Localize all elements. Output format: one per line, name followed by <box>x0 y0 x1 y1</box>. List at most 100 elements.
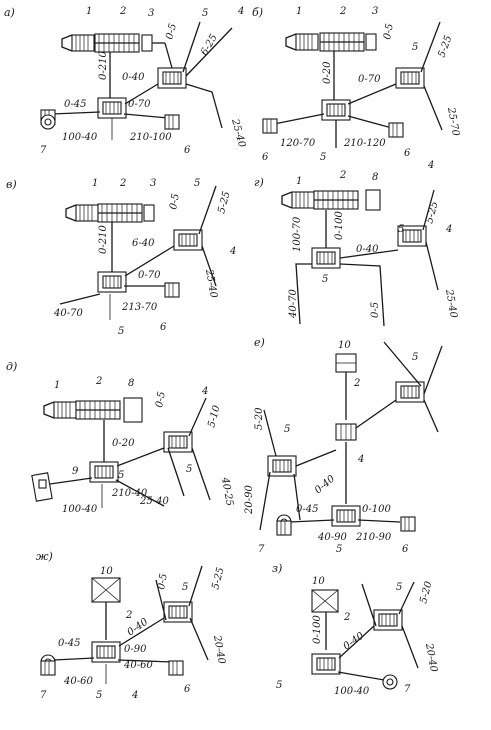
dimension-label: 2 <box>95 376 102 387</box>
dimension-label: 1 <box>296 176 302 187</box>
dimension-label: 40-90 <box>317 532 347 543</box>
panel-d: д) 1 2 8 0-5 4 5-10 0-20 5 40-25 9 5 210… <box>6 360 235 515</box>
dimension-label: 5 <box>412 42 418 53</box>
dimension-label: 2 <box>343 612 350 623</box>
dimension-label: 5 <box>202 8 208 19</box>
dimension-label: 25-40 <box>229 117 248 149</box>
dimension-label: 40-25 <box>219 476 235 507</box>
dimension-label: 8 <box>128 378 134 389</box>
dimension-label: 25-40 <box>203 268 219 300</box>
dimension-label: 9 <box>72 466 79 477</box>
dimension-label: 0-5 <box>154 391 168 409</box>
dimension-label: 4 <box>357 454 364 465</box>
panel-v: в) 1 2 3 0-5 5 5-25 0-210 6-40 0-70 25-4… <box>6 178 236 337</box>
dimension-label: 0-45 <box>296 504 318 515</box>
dimension-label: 100-40 <box>62 504 98 515</box>
panel-letter: ж) <box>36 550 53 563</box>
dimension-label: 20-40 <box>211 634 227 666</box>
dimension-label: 40-60 <box>63 676 93 687</box>
dimension-label: 5-25 <box>210 566 226 591</box>
dimension-label: 6 <box>160 322 167 333</box>
dimension-label: 1 <box>54 380 60 391</box>
dimension-label: 5-20 <box>418 580 435 605</box>
dimension-label: 210-120 <box>343 138 386 149</box>
dimension-label: 5-25 <box>216 190 232 215</box>
dimension-label: 4 <box>229 246 236 257</box>
panel-letter: д) <box>6 360 17 373</box>
panel-letter: в) <box>6 178 17 191</box>
dimension-label: 4 <box>445 224 452 235</box>
dimension-label: 210-90 <box>355 532 392 543</box>
dimension-label: 0-5 <box>370 302 381 318</box>
dimension-label: 0-20 <box>112 438 135 449</box>
dimension-label: 0-40 <box>341 630 366 652</box>
dimension-label: 0-100 <box>362 504 391 515</box>
panel-letter: з) <box>272 562 282 575</box>
dimension-label: 0-5 <box>168 193 182 211</box>
dimension-label: 6-40 <box>132 238 155 249</box>
panel-zh: ж) 10 0-5 5 5-25 2 0-40 20-40 0-45 0-90 … <box>36 550 227 701</box>
dimension-label: 10 <box>100 566 113 577</box>
dimension-label: 6 <box>184 145 191 156</box>
dimension-label: 40-70 <box>53 308 83 319</box>
dimension-label: 0-40 <box>313 473 338 496</box>
dimension-label: 0-45 <box>64 99 86 110</box>
dimension-label: 2 <box>119 6 126 17</box>
dimension-label: 2 <box>339 170 346 181</box>
panel-g: г) 1 2 8 100-70 0-100 0-40 5-25 4 5 40-7… <box>254 170 459 327</box>
dimension-label: 210-40 <box>111 488 148 499</box>
dimension-label: 5-25 <box>436 34 454 59</box>
dimension-label: 0-70 <box>128 99 151 110</box>
panel-z: з) 10 5 5-20 2 0-100 0-40 20-40 5 100-40… <box>272 562 439 697</box>
dimension-label: 0-20 <box>322 61 333 84</box>
dimension-label: 7 <box>40 145 47 156</box>
dimension-label: 0-70 <box>138 270 161 281</box>
dimension-label: 4 <box>427 160 434 171</box>
panel-a: а) 1 2 3 5 4 0-5 6-25 0-210 0-40 0-45 0-… <box>4 6 247 156</box>
dimension-label: 40-60 <box>123 660 153 671</box>
dimension-label: 0-210 <box>98 51 109 80</box>
dimension-label: 5 <box>276 680 282 691</box>
dimension-label: 10 <box>338 340 351 351</box>
dimension-label: 100-70 <box>292 216 303 252</box>
dimension-label: 0-40 <box>122 72 145 83</box>
panel-letter: е) <box>254 336 265 349</box>
dimension-label: 5 <box>118 470 124 481</box>
dimension-label: 25-40 <box>139 496 169 507</box>
dimension-label: 25-40 <box>443 288 459 320</box>
dimension-label: 3 <box>148 8 154 19</box>
dimension-label: 20-40 <box>423 642 439 674</box>
dimension-label: 2 <box>125 610 132 621</box>
dimension-label: 0-5 <box>382 23 396 41</box>
dimension-label: 6 <box>404 148 411 159</box>
dimension-label: 7 <box>40 690 47 701</box>
dimension-label: 1 <box>86 6 92 17</box>
panel-letter: б) <box>252 6 263 19</box>
dimension-label: 5 <box>118 326 124 337</box>
dimension-label: 25-70 <box>445 106 461 138</box>
dimension-label: 3 <box>372 6 378 17</box>
dimension-label: 0-100 <box>312 615 323 644</box>
dimension-label: 0-40 <box>356 244 379 255</box>
dimension-label: 100-40 <box>334 686 370 697</box>
dimension-label: 5 <box>398 224 404 235</box>
dimension-label: 5-10 <box>206 404 223 429</box>
dimension-label: 40-70 <box>288 289 299 319</box>
dimension-label: 5 <box>320 152 326 163</box>
dimension-label: 2 <box>119 178 126 189</box>
dimension-label: 4 <box>131 690 138 701</box>
dimension-label: 5-25 <box>424 200 440 225</box>
dimension-label: 0-70 <box>358 74 381 85</box>
dimension-label: 7 <box>404 684 411 695</box>
dimension-label: 7 <box>258 544 265 555</box>
dimension-label: 0-100 <box>334 211 345 240</box>
dimension-label: 5 <box>186 464 192 475</box>
dimension-label: 4 <box>201 386 208 397</box>
dimension-label: 5 <box>336 544 342 555</box>
dimension-label: 6 <box>262 152 269 163</box>
dimension-label: 20-90 <box>244 485 255 515</box>
dimension-label: 0-5 <box>164 22 179 40</box>
dimension-label: 2 <box>339 6 346 17</box>
dimension-label: 4 <box>237 6 244 17</box>
